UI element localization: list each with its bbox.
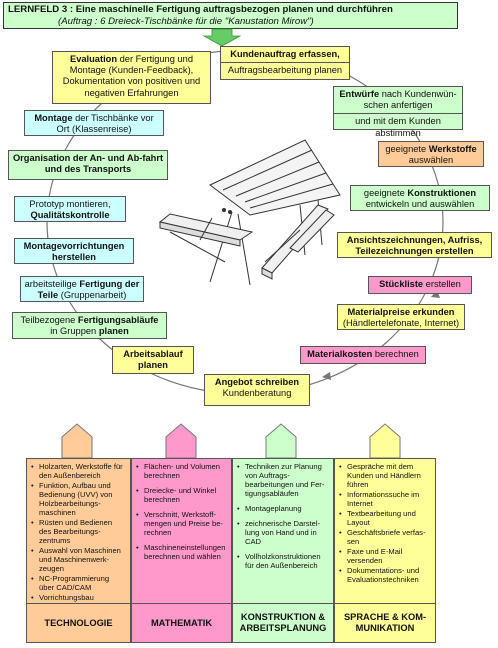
list-item: Techniken zur Planung von Auftrags-bearb… bbox=[237, 462, 329, 498]
column-title: KONSTRUKTION & ARBEITSPLANUNG bbox=[233, 603, 333, 642]
step-montage: Montage der Tischbänke vor Ort (Klassenr… bbox=[24, 110, 164, 136]
materialkosten-post: berechnen bbox=[372, 349, 419, 359]
materialkosten-bold: Materialkosten bbox=[307, 349, 373, 359]
list-item: Funktion, Aufbau und Bedienung (UVV) von… bbox=[31, 481, 126, 517]
list-item: NC-Programmierung über CAD/CAM bbox=[31, 574, 126, 592]
fertigungsablaeufe-bold2: planen bbox=[98, 326, 129, 337]
entwuerfe-bold: Entwürfe bbox=[339, 89, 380, 99]
step-fertigung-teile: arbeitsteilige Fertigung der Teile (Grup… bbox=[20, 276, 144, 302]
list-item: Verschnitt, Werkstoff-mengen und Preise … bbox=[136, 510, 227, 537]
step-evaluation: Evaluation der Fertigung und Montage (Ku… bbox=[52, 51, 211, 104]
konstruktionen-post: entwickeln und auswählen bbox=[365, 199, 475, 210]
organisation-bold: Organisation der An- und Ab-fahrt und de… bbox=[12, 153, 164, 175]
stueckliste-bold: Stückliste bbox=[379, 279, 424, 289]
werkstoffe-pre: geeignete bbox=[385, 144, 429, 154]
list-item: Vorrichtungsbau bbox=[31, 593, 126, 602]
ansicht-bold: Ansichtszeichnungen, Aufriss, Teilezeich… bbox=[346, 235, 483, 257]
step-stueckliste: Stückliste erstellen bbox=[368, 276, 472, 294]
list-item: Montageplanung bbox=[237, 504, 329, 513]
list-item: Auswahl von Maschinen und Maschinenwerk-… bbox=[31, 546, 126, 573]
column-mathematik: Flächen- und Volumen berechnen Dreiecke-… bbox=[131, 458, 232, 643]
step-ansicht: Ansichtszeichnungen, Aufriss, Teilezeich… bbox=[337, 232, 492, 258]
list-item: Dokumentations- und Evaluationstechniken bbox=[339, 566, 431, 584]
list-item: Maschineneinstellungen berechnen und wäh… bbox=[136, 543, 227, 561]
angebot-bold: Angebot schreiben bbox=[214, 377, 300, 387]
fertigung-teile-bold: Fertigung der Teile bbox=[37, 279, 140, 301]
step-montagevorrichtungen: Montagevorrichtungen herstellen bbox=[14, 238, 134, 264]
entwuerfe-bottom: und mit dem Kunden abstimmen bbox=[355, 116, 441, 138]
column-title: SPRACHE & KOM-MUNIKATION bbox=[335, 603, 435, 642]
column-title: TECHNOLOGIE bbox=[27, 603, 130, 642]
title-line-1: LERNFELD 3 : Eine maschinelle Fertigung … bbox=[8, 4, 393, 15]
montagevorrichtungen-bold: Montagevorrichtungen herstellen bbox=[23, 241, 125, 263]
list-item: Geschäftsbriefe verfas-sen bbox=[339, 528, 431, 546]
cycle-arrowhead bbox=[322, 372, 331, 380]
technologie-list: Holzarten, Werkstoffe für den Außenberei… bbox=[27, 459, 130, 602]
step-organisation: Organisation der An- und Ab-fahrt und de… bbox=[8, 150, 168, 180]
list-item: Vollholzkonstruktionen für den Außenbere… bbox=[237, 552, 329, 570]
konstruktion-list: Techniken zur Planung von Auftrags-bearb… bbox=[233, 459, 333, 570]
montage-bold: Montage bbox=[34, 113, 73, 123]
materialpreise-post: (Händlertelefonate, Internet) bbox=[342, 318, 460, 329]
column-title: MATHEMATIK bbox=[132, 603, 231, 642]
mathematik-list: Flächen- und Volumen berechnen Dreiecke-… bbox=[132, 459, 231, 561]
list-item: Textbearbeitung und Layout bbox=[339, 509, 431, 527]
step-konstruktionen: geeignete Konstruktionen entwickeln und … bbox=[350, 185, 490, 211]
title-box: LERNFELD 3 : Eine maschinelle Fertigung … bbox=[3, 2, 458, 29]
materialpreise-bold: Materialpreise erkunden bbox=[347, 307, 455, 317]
title-line-2: (Auftrag : 6 Dreieck-Tischbänke für die … bbox=[58, 15, 314, 27]
step-angebot: Angebot schreiben Kundenberatung bbox=[204, 374, 310, 406]
kundenauftrag-bottom: Auftragsbearbeitung planen bbox=[227, 65, 343, 76]
sprache-list: Gespräche mit dem Kunden und Händlern fü… bbox=[335, 459, 435, 584]
prototyp-bold: Qualitätskontrolle bbox=[30, 210, 110, 221]
step-kundenauftrag: Kundenauftrag erfassen, Auftragsbearbeit… bbox=[220, 46, 350, 80]
prototyp-pre: Prototyp montieren, bbox=[29, 199, 111, 209]
werkstoffe-bold: Werkstoffe bbox=[428, 144, 477, 154]
list-item: Rüsten und Bedienen des Bearbeitungs-zen… bbox=[31, 518, 126, 545]
werkstoffe-post: auswählen bbox=[408, 155, 454, 166]
evaluation-bold: Evaluation bbox=[70, 54, 118, 64]
list-item: Dreiecke- und Winkel berechnen bbox=[136, 486, 227, 504]
kundenauftrag-top: Kundenauftrag erfassen, bbox=[230, 49, 340, 59]
fertigung-teile-post: (Gruppenarbeit) bbox=[58, 290, 127, 301]
step-materialkosten: Materialkosten berechnen bbox=[300, 346, 426, 364]
fertigung-teile-pre: arbeitsteilige bbox=[24, 279, 80, 289]
step-arbeitsablauf: Arbeitsablauf planen bbox=[112, 346, 194, 374]
list-item: zeichnerische Darstel-lung von Hand und … bbox=[237, 519, 329, 546]
list-item: Faxe und E-Mail versenden bbox=[339, 547, 431, 565]
konstruktionen-pre: geeignete bbox=[363, 188, 408, 198]
stueckliste-post: erstellen bbox=[423, 279, 461, 289]
list-item: Informationssuche im Internet bbox=[339, 490, 431, 508]
start-arrow bbox=[202, 28, 242, 47]
column-technologie: Holzarten, Werkstoffe für den Außenberei… bbox=[26, 458, 131, 643]
montage-text: der Tischbänke vor Ort (Klassenreise) bbox=[56, 113, 154, 135]
sprache-arrow bbox=[369, 423, 401, 459]
step-fertigungsablaeufe: Teilbezogene Fertigungsabläufe in Gruppe… bbox=[12, 312, 167, 339]
list-item: Gespräche mit dem Kunden und Händlern fü… bbox=[339, 462, 431, 489]
step-werkstoffe: geeignete Werkstoffe auswählen bbox=[378, 141, 484, 167]
arbeitsablauf-bold: Arbeitsablauf planen bbox=[123, 349, 183, 371]
column-sprache: Gespräche mit dem Kunden und Händlern fü… bbox=[334, 458, 436, 643]
fertigungsablaeufe-bold1: Fertigungsabläufe bbox=[77, 315, 159, 325]
column-konstruktion: Techniken zur Planung von Auftrags-bearb… bbox=[232, 458, 334, 643]
konstruktion-arrow bbox=[265, 423, 297, 459]
picnic-table-illustration bbox=[158, 139, 341, 286]
list-item: Holzarten, Werkstoffe für den Außenberei… bbox=[31, 462, 126, 480]
fertigungsablaeufe-mid: in Gruppen bbox=[50, 326, 99, 337]
evaluation-text: der Fertigung und Montage (Kunden-Feedba… bbox=[62, 54, 201, 98]
technologie-arrow bbox=[61, 423, 93, 459]
step-materialpreise: Materialpreise erkunden (Händlertelefona… bbox=[337, 304, 465, 330]
angebot-post: Kundenberatung bbox=[222, 388, 292, 399]
entwuerfe-text: nach Kundenwün-schen anfertigen bbox=[363, 89, 457, 111]
mathematik-arrow bbox=[165, 423, 197, 459]
step-prototyp: Prototyp montieren, Qualitätskontrolle bbox=[14, 196, 126, 222]
list-item: Flächen- und Volumen berechnen bbox=[136, 462, 227, 480]
step-entwuerfe: Entwürfe nach Kundenwün-schen anfertigen… bbox=[333, 86, 463, 138]
konstruktionen-bold: Konstruktionen bbox=[407, 188, 477, 198]
fertigungsablaeufe-pre: Teilbezogene bbox=[20, 315, 78, 325]
